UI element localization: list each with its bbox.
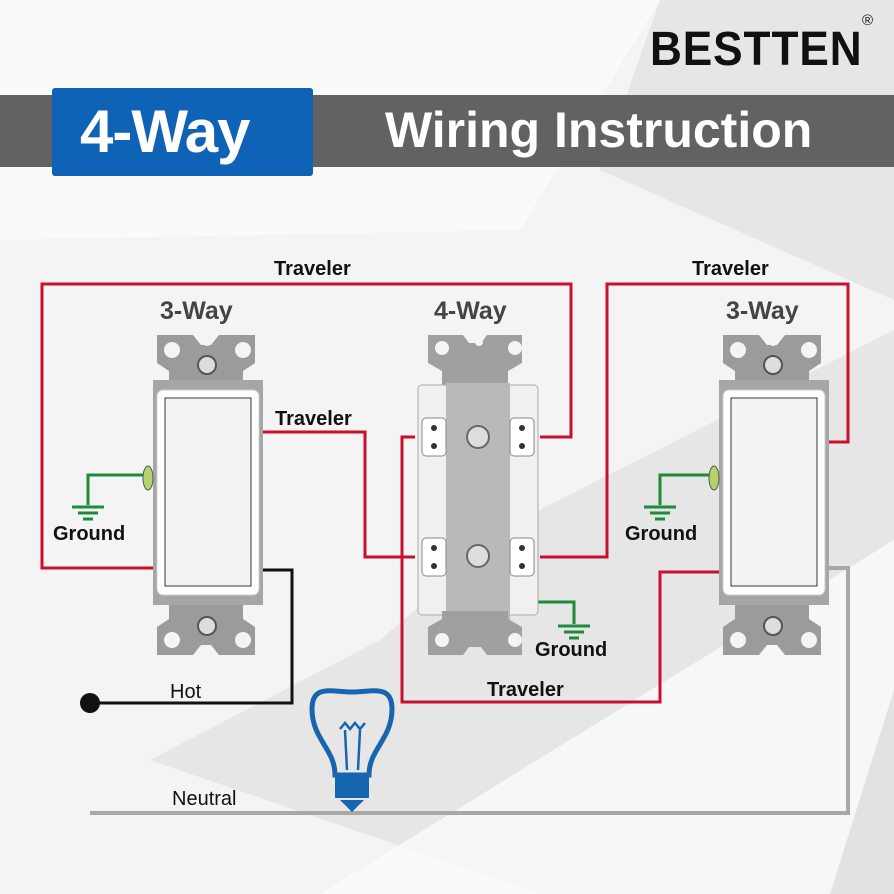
switch-label-center: 4-Way (434, 297, 507, 325)
ground-wire-right (658, 473, 712, 505)
brand-logo: BESTTEN (650, 23, 863, 76)
ground-label-left: Ground (53, 523, 126, 545)
light-bulb-icon (309, 688, 395, 812)
rocker (730, 397, 818, 587)
ground-screw-icon (708, 465, 720, 491)
screw-icon (466, 425, 490, 449)
center-4-way-switch (417, 335, 539, 655)
screw-icon (763, 616, 783, 636)
traveler-wire-top-right (540, 282, 850, 559)
hot-label: Hot (170, 681, 202, 703)
ground-label-center: Ground (535, 639, 608, 661)
screw-icon (197, 616, 217, 636)
right-3-way-switch (708, 335, 829, 655)
ground-symbol-center (558, 624, 590, 640)
screw-icon (197, 355, 217, 375)
neutral-label: Neutral (172, 788, 237, 810)
registered-mark: ® (862, 12, 874, 29)
ground-symbol-left (72, 505, 104, 521)
traveler-wire-top-left (40, 282, 573, 570)
hot-wire (90, 568, 294, 705)
screw-icon (763, 355, 783, 375)
ground-screw-icon (142, 465, 154, 491)
switch-label-left: 3-Way (160, 297, 233, 325)
screw-icon (466, 544, 490, 568)
hot-terminal-dot (80, 693, 100, 713)
traveler-label-bottom: Traveler (487, 679, 564, 701)
center-strap (446, 383, 510, 623)
left-3-way-switch (142, 335, 263, 655)
rocker (164, 397, 252, 587)
ground-wire-left (86, 473, 145, 505)
traveler-wire-mid (262, 430, 415, 559)
yoke-top (428, 335, 522, 389)
neutral-wire (90, 566, 850, 815)
page-title: Wiring Instruction (385, 102, 813, 158)
traveler-wire-left-conn (400, 435, 720, 704)
ground-label-right: Ground (625, 523, 698, 545)
traveler-label-top-left: Traveler (274, 258, 351, 280)
ground-symbol-right (644, 505, 676, 521)
traveler-label-top-right: Traveler (692, 258, 769, 280)
traveler-label-mid: Traveler (275, 408, 352, 430)
badge-box (52, 88, 313, 176)
badge-label: 4-Way (80, 98, 250, 165)
yoke-bottom (428, 611, 522, 655)
switch-label-right: 3-Way (726, 297, 799, 325)
